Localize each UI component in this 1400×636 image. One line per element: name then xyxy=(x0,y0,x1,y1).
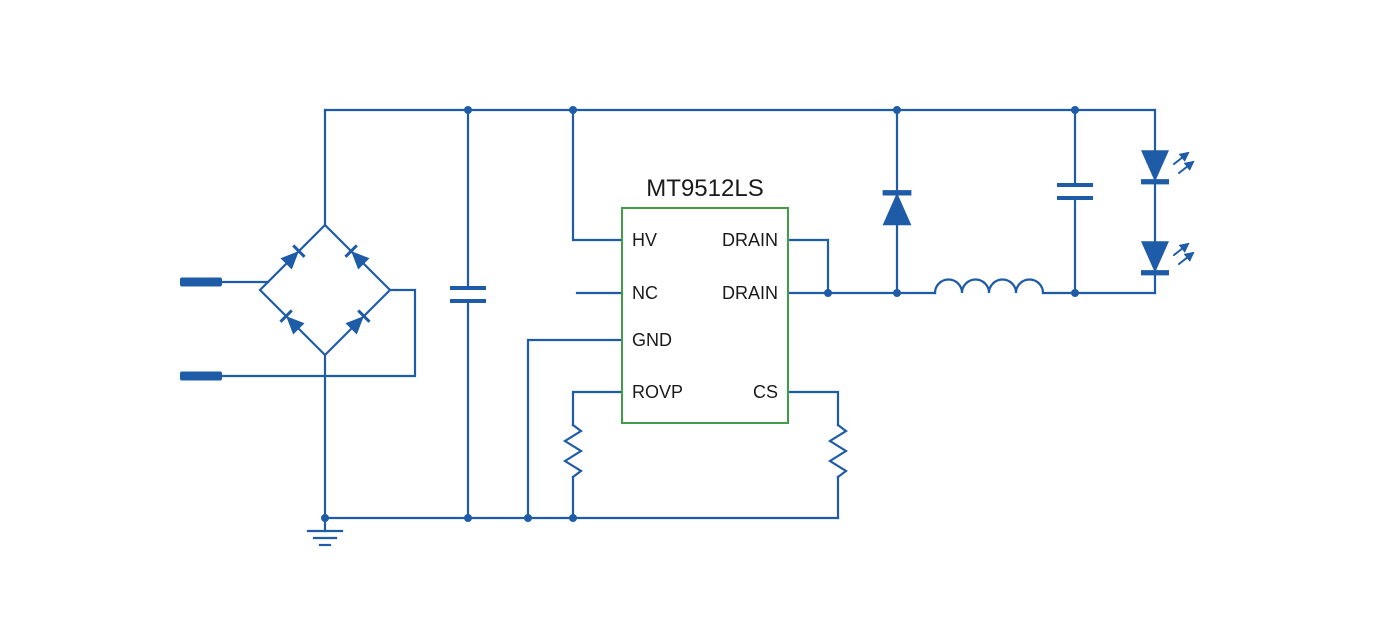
freewheel-diode-icon xyxy=(883,193,912,225)
led2-icon xyxy=(1141,241,1169,273)
ic-title: MT9512LS xyxy=(646,175,763,202)
led-string xyxy=(1141,150,1193,295)
pin-label-nc: NC xyxy=(632,283,658,303)
rovp-resistor xyxy=(563,423,583,479)
junction-dots xyxy=(321,106,1079,522)
pin-label-hv: HV xyxy=(632,230,657,250)
inductor-icon xyxy=(933,278,1045,295)
cs-resistor xyxy=(828,423,848,479)
ac-terminal-bottom xyxy=(180,371,222,381)
wire-gnd xyxy=(526,338,624,520)
output-capacitor xyxy=(1057,108,1093,295)
junction-dot xyxy=(893,106,901,114)
led1-icon xyxy=(1141,150,1169,182)
pin-label-cs: CS xyxy=(753,382,778,402)
junction-dot xyxy=(824,289,832,297)
pin-label-rovp: ROVP xyxy=(632,382,683,402)
pin-label-drain2: DRAIN xyxy=(722,283,778,303)
wire-cs xyxy=(786,390,840,427)
pin-label-drain1: DRAIN xyxy=(722,230,778,250)
junction-dot xyxy=(569,514,577,522)
junction-dot xyxy=(569,106,577,114)
junction-dot xyxy=(321,514,329,522)
led1-light-rays-icon xyxy=(1174,153,1193,173)
junction-dot xyxy=(464,106,472,114)
junction-dot xyxy=(893,289,901,297)
junction-dot xyxy=(524,514,532,522)
wire-hv xyxy=(571,108,624,242)
freewheel-diode xyxy=(883,108,912,295)
bridge-diamond xyxy=(258,223,392,357)
led2-light-rays-icon xyxy=(1174,244,1193,264)
junction-dot xyxy=(1071,106,1079,114)
ic-mt9512ls: MT9512LS HV NC GND ROVP DRAIN DRAIN CS xyxy=(621,175,789,424)
ic-body xyxy=(621,207,789,424)
wire-drain1 xyxy=(786,238,830,295)
ground-icon xyxy=(306,516,344,547)
wire-rovp xyxy=(571,390,624,427)
junction-dot xyxy=(464,514,472,522)
wire-ac-bottom xyxy=(220,288,417,378)
input-capacitor xyxy=(450,108,486,520)
junction-dot xyxy=(1071,289,1079,297)
ac-input xyxy=(180,277,417,381)
pin-label-gnd: GND xyxy=(632,330,672,350)
ac-terminal-top xyxy=(180,277,222,287)
bridge-rectifier xyxy=(258,223,392,357)
